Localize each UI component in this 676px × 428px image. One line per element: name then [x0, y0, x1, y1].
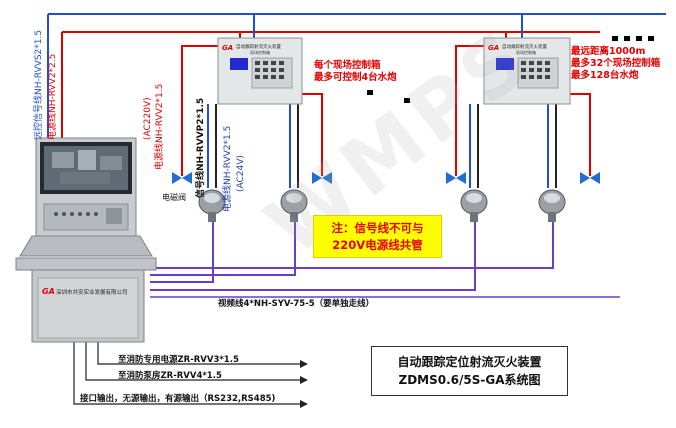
control-box-1 [217, 37, 303, 105]
remote-signal-label: 远控信号线NH-RVVS2*1.5 [32, 30, 44, 140]
console-brand-logo: GA [42, 287, 55, 296]
output-label-interface: 接口输出，无源输出，有源输出（RS232,RS485) [80, 394, 276, 404]
warning-box: 注：信号线不可与 220V电源线共管 [313, 215, 442, 258]
output-arrow-3 [73, 340, 300, 405]
continuation-dot [612, 36, 618, 41]
main-power-label: 电源线NH-RVV2*2.5 [46, 54, 58, 140]
output-arrow-2 [85, 340, 300, 381]
control-box-1-subtitle: 现场控制箱 [250, 49, 270, 55]
video-line-2 [150, 222, 296, 276]
signal-bus-line [47, 13, 666, 140]
valve-power-left-1 [181, 45, 218, 176]
output-label-fire-power: 至消防专用电源ZR-RVV3*1.5 [118, 355, 239, 365]
video-line-1 [150, 222, 214, 283]
valve-power-label: 电源线NH-RVV2*1.5 [153, 84, 165, 170]
control-box-2-subtitle: 现场控制箱 [516, 49, 536, 55]
continuation-dot [624, 36, 630, 41]
continuation-dot [404, 98, 410, 103]
output-label-pump-room: 至消防泵房ZR-RVV4*1.5 [118, 371, 222, 381]
video-line-3 [150, 222, 476, 291]
solenoid-valve-icon [312, 172, 332, 184]
distance-note: 最远距离1000m 最多32个现场控制箱 最多128台水炮 [571, 46, 660, 82]
diagram-title-line-1: 自动跟踪定位射流灭火装置 [397, 355, 542, 369]
solenoid-valve-icon [446, 172, 466, 184]
control-box-2 [483, 37, 571, 105]
arrowhead [300, 360, 308, 368]
warning-line-1: 注：信号线不可与 [331, 221, 424, 235]
continuation-dot [636, 36, 642, 41]
central-console [15, 137, 157, 343]
arrowhead [300, 400, 308, 408]
continuation-dot [367, 90, 373, 95]
ac220-label: (AC220V) [143, 97, 153, 140]
power-bus-line [61, 31, 600, 140]
continuation-dot [648, 36, 654, 41]
signal-cannon-label: 信号线NH-RVVP2*1.5 [194, 98, 206, 198]
water-cannon-icon [198, 189, 226, 222]
distance-line-3: 最多128台水炮 [571, 70, 639, 81]
valve-power-right-1 [302, 93, 323, 176]
video-line-4 [150, 222, 554, 269]
video-cable-label: 视频线4*NH-SYV-75-5（要单独走线） [218, 298, 374, 309]
diagram-title-line-2: ZDMS0.6/5S-GA系统图 [398, 373, 541, 387]
water-cannon-icon [538, 189, 566, 222]
control-box-1-title: 自动跟踪射流灭火装置 [236, 43, 281, 50]
console-company-label: 深圳市共安实业发展有限公司 [56, 288, 128, 296]
control-box-2-title: 自动跟踪射流灭火装置 [502, 43, 547, 50]
box-capacity-line-1: 每个现场控制箱 [314, 60, 381, 71]
output-arrow-1 [97, 340, 300, 365]
water-cannon-icon [280, 189, 308, 222]
ac24-label: (AC24V) [236, 155, 246, 192]
box-capacity-line-2: 最多可控制4台水炮 [314, 72, 397, 83]
cannon-power-label: 电源线NH-RVV2*1.5 [221, 126, 233, 212]
valve-power-right-2 [570, 93, 591, 176]
valve-power-left-2 [455, 45, 484, 176]
warning-line-2: 220V电源线共管 [332, 238, 423, 252]
arrowhead [300, 376, 308, 384]
distance-line-2: 最多32个现场控制箱 [571, 58, 661, 69]
water-cannon-icon [460, 189, 488, 222]
control-box-2-brand: GA [488, 44, 499, 52]
solenoid-valve-icon [580, 172, 600, 184]
solenoid-valve-icon [172, 172, 192, 184]
box-capacity-note: 每个现场控制箱 最多可控制4台水炮 [314, 60, 397, 84]
control-box-1-brand: GA [222, 44, 233, 52]
distance-line-1: 最远距离1000m [571, 46, 646, 57]
diagram-title-box: 自动跟踪定位射流灭火装置 ZDMS0.6/5S-GA系统图 [371, 346, 568, 396]
solenoid-label: 电磁阀 [162, 192, 186, 202]
